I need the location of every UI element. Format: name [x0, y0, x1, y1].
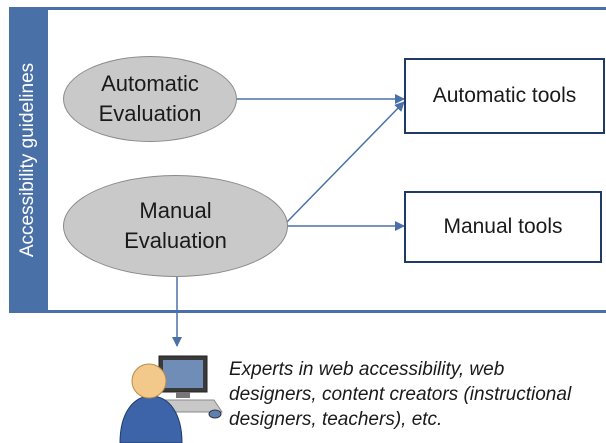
arrow-manual-eval-to-auto-tools: [286, 101, 405, 223]
sidebar-bar: [9, 7, 48, 313]
automatic-evaluation-line1: Automatic: [101, 71, 199, 96]
caption-line3: designers, teachers), etc.: [229, 409, 443, 430]
diagram-frame: [48, 7, 606, 313]
experts-caption: Experts in web accessibility, web design…: [229, 357, 605, 432]
manual-evaluation-node: Manual Evaluation: [63, 175, 288, 277]
automatic-tools-node: Automatic tools: [404, 58, 605, 134]
automatic-evaluation-line2: Evaluation: [98, 101, 202, 126]
caption-line2: designers, content creators (instruction…: [229, 384, 572, 405]
caption-line1: Experts in web accessibility, web: [229, 359, 505, 380]
manual-evaluation-line1: Manual: [139, 198, 212, 223]
user-at-computer-icon: [119, 355, 223, 443]
manual-tools-node: Manual tools: [404, 191, 602, 263]
automatic-evaluation-node: Automatic Evaluation: [63, 56, 237, 142]
manual-evaluation-line2: Evaluation: [124, 228, 227, 253]
